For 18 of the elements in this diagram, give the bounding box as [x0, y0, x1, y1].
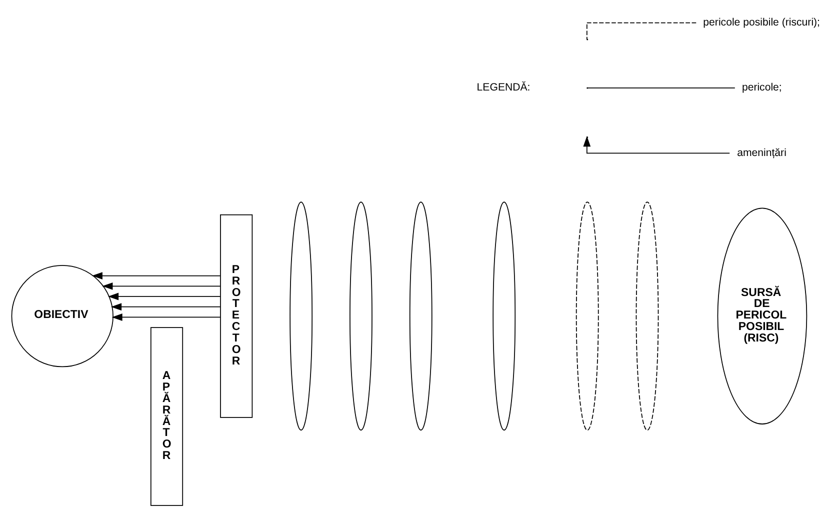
legend-label: amenințări	[737, 146, 786, 159]
label: LEGENDĂ:	[476, 82, 530, 94]
node-ellipse: SURSĂ DE PERICOL POSIBIL (RISC)	[717, 208, 808, 424]
arrow	[112, 314, 221, 321]
node-dashed-arc	[636, 202, 659, 431]
arrow	[110, 303, 221, 311]
node-box: APĂRĂTOR	[150, 327, 184, 506]
node-box: PROTECTOR	[220, 214, 253, 418]
arrow	[108, 292, 221, 300]
arrow	[102, 282, 221, 290]
node-arc	[492, 202, 516, 431]
arrow	[92, 272, 221, 280]
legend-label: pericole;	[742, 82, 782, 94]
node-arc	[350, 202, 372, 431]
legend-label: pericole posibile (riscuri);	[703, 16, 820, 29]
node-dashed-arc	[576, 202, 599, 431]
node-arc	[290, 202, 313, 431]
node-arc	[409, 202, 432, 431]
